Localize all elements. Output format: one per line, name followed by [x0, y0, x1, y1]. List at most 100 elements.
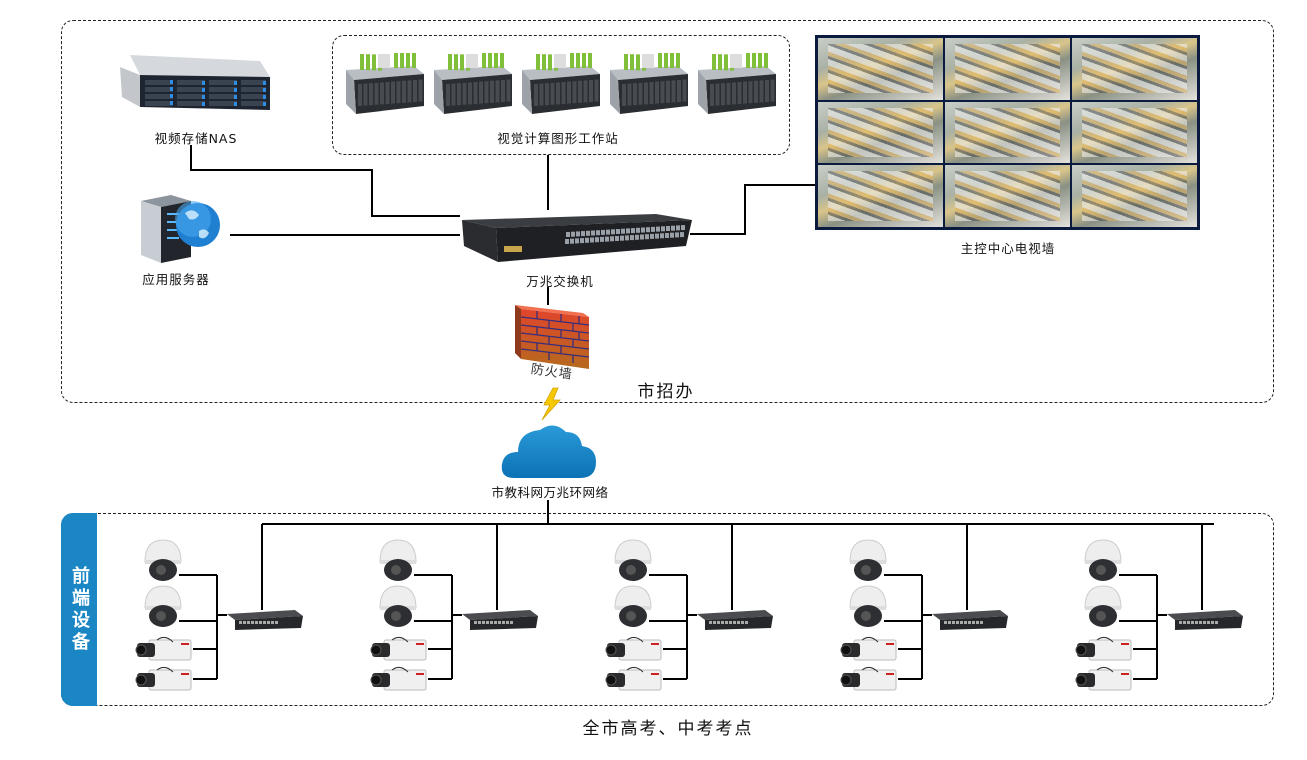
- video-feed-tile[interactable]: [945, 38, 1070, 100]
- wire-switch-videowall: [690, 184, 816, 235]
- dome-camera-icon[interactable]: [376, 538, 420, 586]
- switch-port: [656, 226, 660, 232]
- switch-port: [670, 232, 674, 238]
- front-end-side-banner: 前端设备: [61, 513, 97, 706]
- switch-port: [615, 236, 619, 241]
- switch-port: [660, 233, 664, 239]
- switch-port: [676, 225, 680, 231]
- dome-camera-icon[interactable]: [141, 584, 185, 632]
- access-switch-icon[interactable]: [930, 608, 1010, 636]
- switch-port: [671, 225, 675, 231]
- switch-port: [595, 237, 599, 243]
- workstations-label: 视觉计算图形工作站: [497, 131, 619, 146]
- box-camera-icon[interactable]: [135, 636, 193, 666]
- switch-port: [665, 233, 669, 238]
- switch-port: [631, 228, 635, 234]
- access-switch-icon[interactable]: [225, 608, 305, 636]
- central-office-label: 市招办: [637, 382, 695, 402]
- network-label: 市教科网万兆环网络: [491, 485, 609, 500]
- switch-port: [571, 231, 575, 237]
- access-switch-icon[interactable]: [695, 608, 775, 636]
- gpu-workstation-icon[interactable]: [518, 48, 602, 118]
- video-feed-tile[interactable]: [818, 38, 943, 100]
- switch-port: [601, 229, 605, 235]
- switch-port: [646, 227, 650, 233]
- box-camera-icon[interactable]: [1075, 636, 1133, 666]
- nas-label: 视频存储NAS: [154, 131, 238, 146]
- switch-port: [576, 231, 580, 237]
- video-feed-tile[interactable]: [818, 165, 943, 227]
- switch-port: [630, 235, 634, 241]
- switch-port: [641, 227, 645, 233]
- box-camera-icon[interactable]: [605, 666, 663, 696]
- lightning-bolt-icon: [541, 387, 561, 421]
- front-end-site: [370, 538, 550, 698]
- dome-camera-icon[interactable]: [376, 584, 420, 632]
- video-feed-tile[interactable]: [945, 101, 1070, 164]
- box-camera-icon[interactable]: [370, 636, 428, 666]
- switch-port: [585, 237, 589, 243]
- dome-camera-icon[interactable]: [1081, 538, 1125, 586]
- front-end-site: [840, 538, 1020, 698]
- switch-port: [610, 236, 614, 242]
- switch-port: [650, 233, 654, 239]
- app-server-globe-icon[interactable]: [133, 193, 225, 265]
- gpu-workstation-icon[interactable]: [606, 48, 690, 118]
- box-camera-icon[interactable]: [840, 666, 898, 696]
- switch-port: [661, 226, 665, 232]
- switch-port: [645, 234, 649, 240]
- switch-port: [600, 236, 604, 242]
- switch-port: [616, 229, 620, 234]
- box-camera-icon[interactable]: [370, 666, 428, 696]
- switch-port: [590, 237, 594, 243]
- video-feed-tile[interactable]: [818, 101, 943, 164]
- core-switch-icon[interactable]: [456, 206, 696, 268]
- switch-port: [655, 233, 659, 239]
- video-feed-tile[interactable]: [1072, 38, 1197, 100]
- core-switch-label: 万兆交换机: [526, 274, 594, 289]
- dome-camera-icon[interactable]: [611, 538, 655, 586]
- video-feed-tile[interactable]: [945, 165, 1070, 227]
- switch-port: [681, 225, 685, 231]
- workstation-group-boundary: [332, 35, 790, 155]
- box-camera-icon[interactable]: [135, 666, 193, 696]
- switch-port: [625, 235, 629, 241]
- access-switch-icon[interactable]: [1165, 608, 1245, 636]
- switch-port: [651, 226, 655, 232]
- switch-port: [591, 230, 595, 236]
- dome-camera-icon[interactable]: [846, 538, 890, 586]
- gpu-workstation-icon[interactable]: [342, 48, 426, 118]
- switch-port: [675, 232, 679, 238]
- central-office-boundary: [61, 20, 1274, 403]
- gpu-workstation-icon[interactable]: [430, 48, 514, 118]
- dome-camera-icon[interactable]: [846, 584, 890, 632]
- switch-port: [581, 231, 585, 237]
- dome-camera-icon[interactable]: [611, 584, 655, 632]
- front-end-side-label: 前端设备: [69, 565, 90, 654]
- front-end-bottom-label: 全市高考、中考考点: [582, 719, 754, 739]
- firewall-icon[interactable]: [513, 303, 591, 371]
- switch-port: [620, 235, 624, 241]
- switch-port: [586, 230, 590, 236]
- dome-camera-icon[interactable]: [141, 538, 185, 586]
- video-feed-tile[interactable]: [1072, 165, 1197, 227]
- box-camera-icon[interactable]: [840, 636, 898, 666]
- switch-port: [680, 232, 684, 238]
- dome-camera-icon[interactable]: [1081, 584, 1125, 632]
- box-camera-icon[interactable]: [1075, 666, 1133, 696]
- video-wall[interactable]: [815, 35, 1200, 230]
- switch-port: [565, 239, 569, 244]
- box-camera-icon[interactable]: [605, 636, 663, 666]
- video-feed-tile[interactable]: [1072, 101, 1197, 164]
- nas-storage-icon[interactable]: [120, 55, 272, 115]
- gpu-workstation-icon[interactable]: [694, 48, 778, 118]
- switch-port: [626, 228, 630, 234]
- switch-port: [621, 228, 625, 234]
- app-server-label: 应用服务器: [142, 272, 210, 287]
- workstation-row: [342, 48, 782, 118]
- switch-port: [580, 238, 584, 244]
- access-switch-icon[interactable]: [460, 608, 540, 636]
- switch-port: [596, 230, 600, 236]
- switch-port: [575, 238, 579, 244]
